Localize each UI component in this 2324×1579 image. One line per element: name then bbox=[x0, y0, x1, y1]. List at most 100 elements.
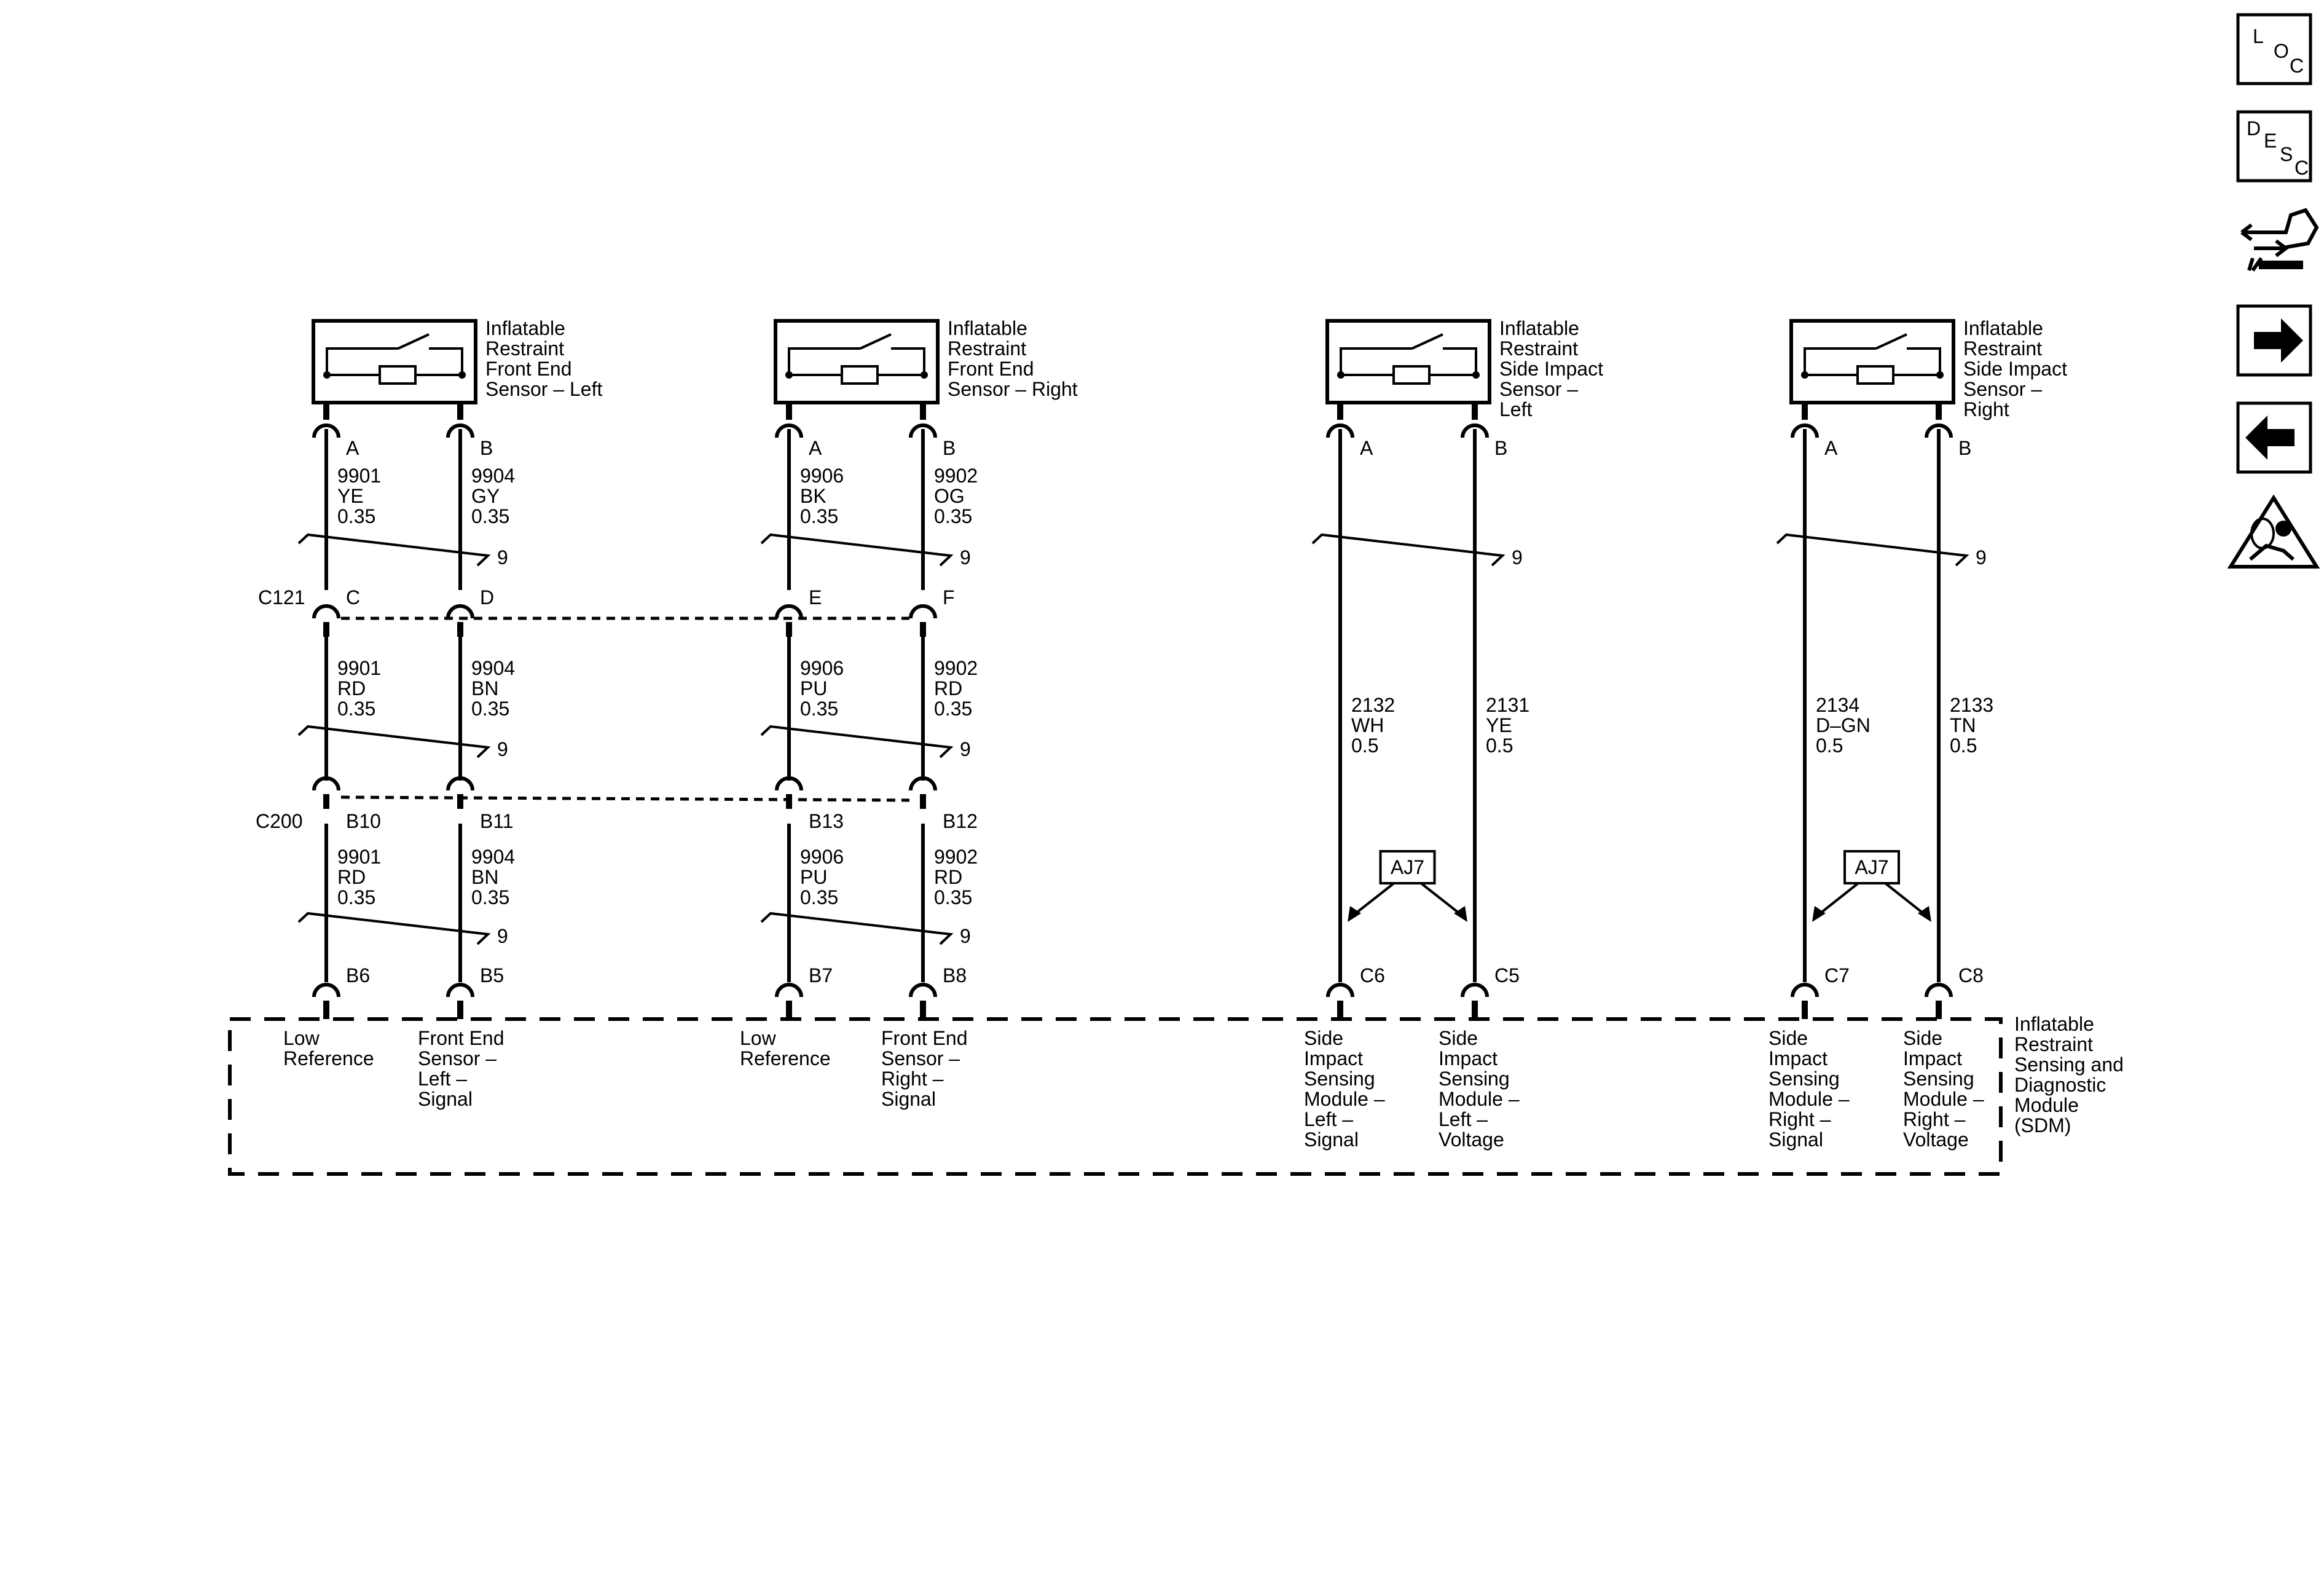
sdm-pin-stub bbox=[1472, 1001, 1478, 1019]
sensor-box bbox=[312, 319, 477, 404]
sdm-pin-function-label: Side bbox=[1769, 1027, 1808, 1049]
airbag-occupant-body bbox=[2249, 543, 2295, 561]
wire-color-code: OG bbox=[934, 485, 965, 507]
sdm-pin-function-label: Impact bbox=[1439, 1047, 1498, 1069]
loc-letter: L bbox=[2253, 25, 2264, 47]
location-view-button[interactable]: LOC bbox=[2236, 13, 2312, 85]
twisted-pair-marker-label: 9 bbox=[960, 925, 971, 947]
wire-gauge: 0.35 bbox=[471, 505, 509, 527]
next-arrow-shape bbox=[2254, 318, 2303, 363]
wire-circuit-number: 9904 bbox=[471, 846, 515, 868]
twisted-pair-marker-label: 9 bbox=[497, 738, 508, 760]
c121-terminal-pin bbox=[920, 622, 926, 637]
sensor-switch-wire bbox=[1804, 347, 1876, 375]
sdm-terminal bbox=[775, 983, 803, 998]
c121-cavity-label: D bbox=[480, 586, 494, 608]
sensor-box bbox=[774, 319, 940, 404]
sdm-pin-function-label: Sensor – bbox=[881, 1047, 960, 1069]
sdm-pin-function-label: Signal bbox=[418, 1088, 473, 1110]
c121-terminal bbox=[446, 604, 474, 619]
next-arrow-icon[interactable] bbox=[2236, 304, 2312, 377]
c200-connector-body bbox=[340, 795, 910, 802]
twisted-pair-marker bbox=[1311, 533, 1505, 567]
sdm-pin-function-label: Right – bbox=[881, 1068, 944, 1090]
sdm-pin-function-label: Reference bbox=[283, 1047, 374, 1069]
wire-color-code: BN bbox=[471, 677, 498, 699]
sensor-node bbox=[1801, 371, 1808, 379]
sdm-pin-stub bbox=[1802, 1001, 1808, 1019]
c200-terminal-pin bbox=[786, 794, 792, 809]
wire-gauge: 0.35 bbox=[934, 698, 972, 720]
sdm-pin-stub bbox=[786, 1001, 792, 1019]
previous-arrow-icon[interactable] bbox=[2236, 401, 2312, 474]
c200-cavity-label: B11 bbox=[480, 810, 514, 832]
sdm-pin-function-label: Reference bbox=[740, 1047, 831, 1069]
wire-circuit-number: 9902 bbox=[934, 846, 978, 868]
sensor-pin-stub bbox=[457, 403, 463, 420]
twisted-pair-marker-label: 9 bbox=[497, 546, 508, 569]
twisted-pair-marker-label: 9 bbox=[497, 925, 508, 947]
sensor-resistor bbox=[841, 365, 879, 385]
connector-end-view-icon[interactable] bbox=[2240, 208, 2319, 272]
sdm-cavity-label: B6 bbox=[346, 964, 370, 986]
sensor-switch-wire bbox=[1443, 347, 1477, 375]
wire-color-code: RD bbox=[337, 677, 366, 699]
wire-circuit-number: 9904 bbox=[471, 657, 515, 679]
sensor-cavity-label: B bbox=[1958, 437, 1971, 459]
sensor-terminal bbox=[1326, 423, 1354, 438]
splice-ref-box bbox=[1843, 850, 1900, 884]
sdm-pin-function-label: Sensing bbox=[1439, 1068, 1510, 1090]
airbag-warning-icon[interactable] bbox=[2227, 494, 2320, 569]
c200-terminal bbox=[312, 776, 340, 791]
splice-arrowhead bbox=[1348, 906, 1361, 922]
splice-arrowhead bbox=[1812, 906, 1826, 922]
sdm-cavity-label: C5 bbox=[1494, 964, 1520, 986]
sensor-pin-stub bbox=[323, 403, 329, 420]
sdm-cavity-label: B7 bbox=[809, 964, 833, 986]
splice-reference-aj7[interactable]: AJ7 bbox=[1348, 850, 1467, 922]
wire-gauge: 0.35 bbox=[337, 505, 375, 527]
sensor-node bbox=[458, 371, 466, 379]
wire-circuit-number: 9902 bbox=[934, 657, 978, 679]
c121-terminal bbox=[312, 604, 340, 619]
sensor-box bbox=[1789, 319, 1955, 404]
sdm-module-name: Sensing and bbox=[2014, 1053, 2124, 1076]
splice-reference-aj7[interactable]: AJ7 bbox=[1812, 850, 1931, 922]
sdm-module-name: Restraint bbox=[2014, 1033, 2093, 1055]
wire-gauge: 0.35 bbox=[337, 698, 375, 720]
connector-icon-wrench-handle bbox=[2259, 261, 2303, 269]
wire-circuit-number: 2132 bbox=[1351, 694, 1395, 716]
wire-color-code: RD bbox=[934, 866, 962, 888]
sensor-cavity-label: A bbox=[1360, 437, 1373, 459]
connector-c200-label: C200 bbox=[256, 810, 303, 832]
sdm-pin-function-label: Sensing bbox=[1903, 1068, 1974, 1090]
description-button-frame bbox=[2236, 110, 2312, 183]
sdm-pin-function-label: Low bbox=[283, 1027, 320, 1049]
sensor-name-line: Right bbox=[1963, 398, 2009, 420]
c121-terminal bbox=[909, 604, 937, 619]
sensor-node bbox=[323, 371, 331, 379]
sensor-cavity-label: B bbox=[1494, 437, 1507, 459]
wire-gauge: 0.35 bbox=[800, 886, 838, 908]
sensor-resistor bbox=[1392, 365, 1431, 385]
wire-circuit-number: 9906 bbox=[800, 846, 844, 868]
sensor-name-line: Inflatable bbox=[948, 317, 1027, 339]
sdm-pin-function-label: Right – bbox=[1769, 1108, 1831, 1130]
sdm-pin-stub bbox=[920, 1001, 926, 1019]
wire-color-code: GY bbox=[471, 485, 500, 507]
sensor-terminal bbox=[909, 423, 937, 438]
c121-cavity-label: C bbox=[346, 586, 360, 608]
sensor-switch-wire bbox=[1907, 347, 1941, 375]
wire-color-code: PU bbox=[800, 677, 827, 699]
sdm-module-name: (SDM) bbox=[2014, 1114, 2071, 1136]
sensor-name-line: Front End bbox=[485, 358, 572, 380]
sensor-pin-stub bbox=[1337, 403, 1343, 420]
sdm-pin-function-label: Left – bbox=[418, 1068, 467, 1090]
c121-terminal-pin bbox=[323, 622, 329, 637]
